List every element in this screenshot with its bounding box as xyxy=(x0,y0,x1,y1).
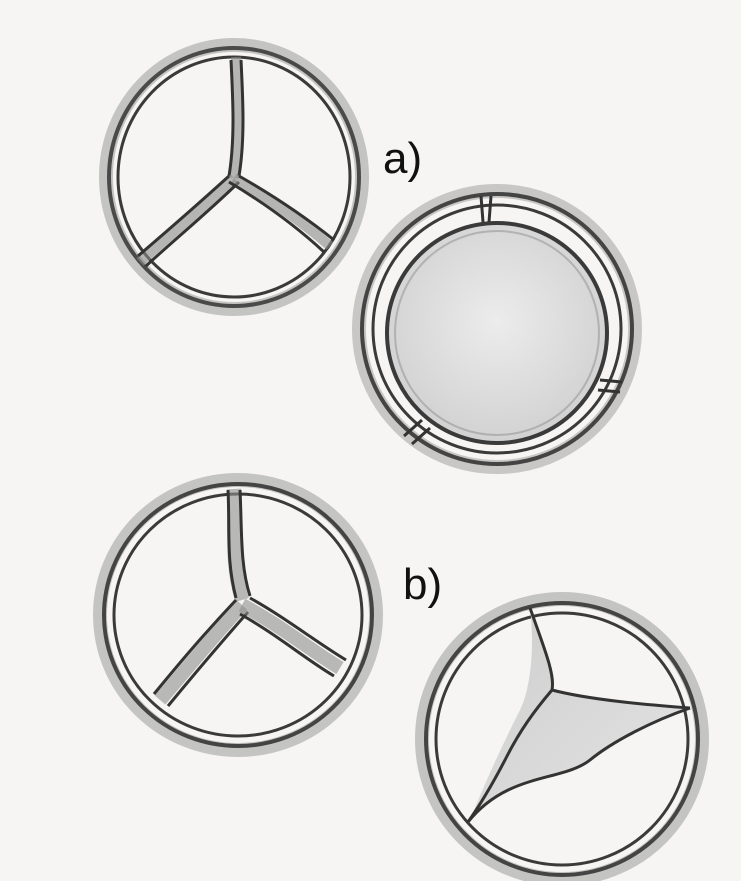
valve-b-fused xyxy=(100,480,376,750)
valve-a-open xyxy=(359,191,635,467)
valve-a-closed xyxy=(106,45,362,309)
panel-label-a: a) xyxy=(383,137,422,181)
valve-b-stenotic xyxy=(422,599,702,879)
panel-label-b: b) xyxy=(403,563,442,607)
